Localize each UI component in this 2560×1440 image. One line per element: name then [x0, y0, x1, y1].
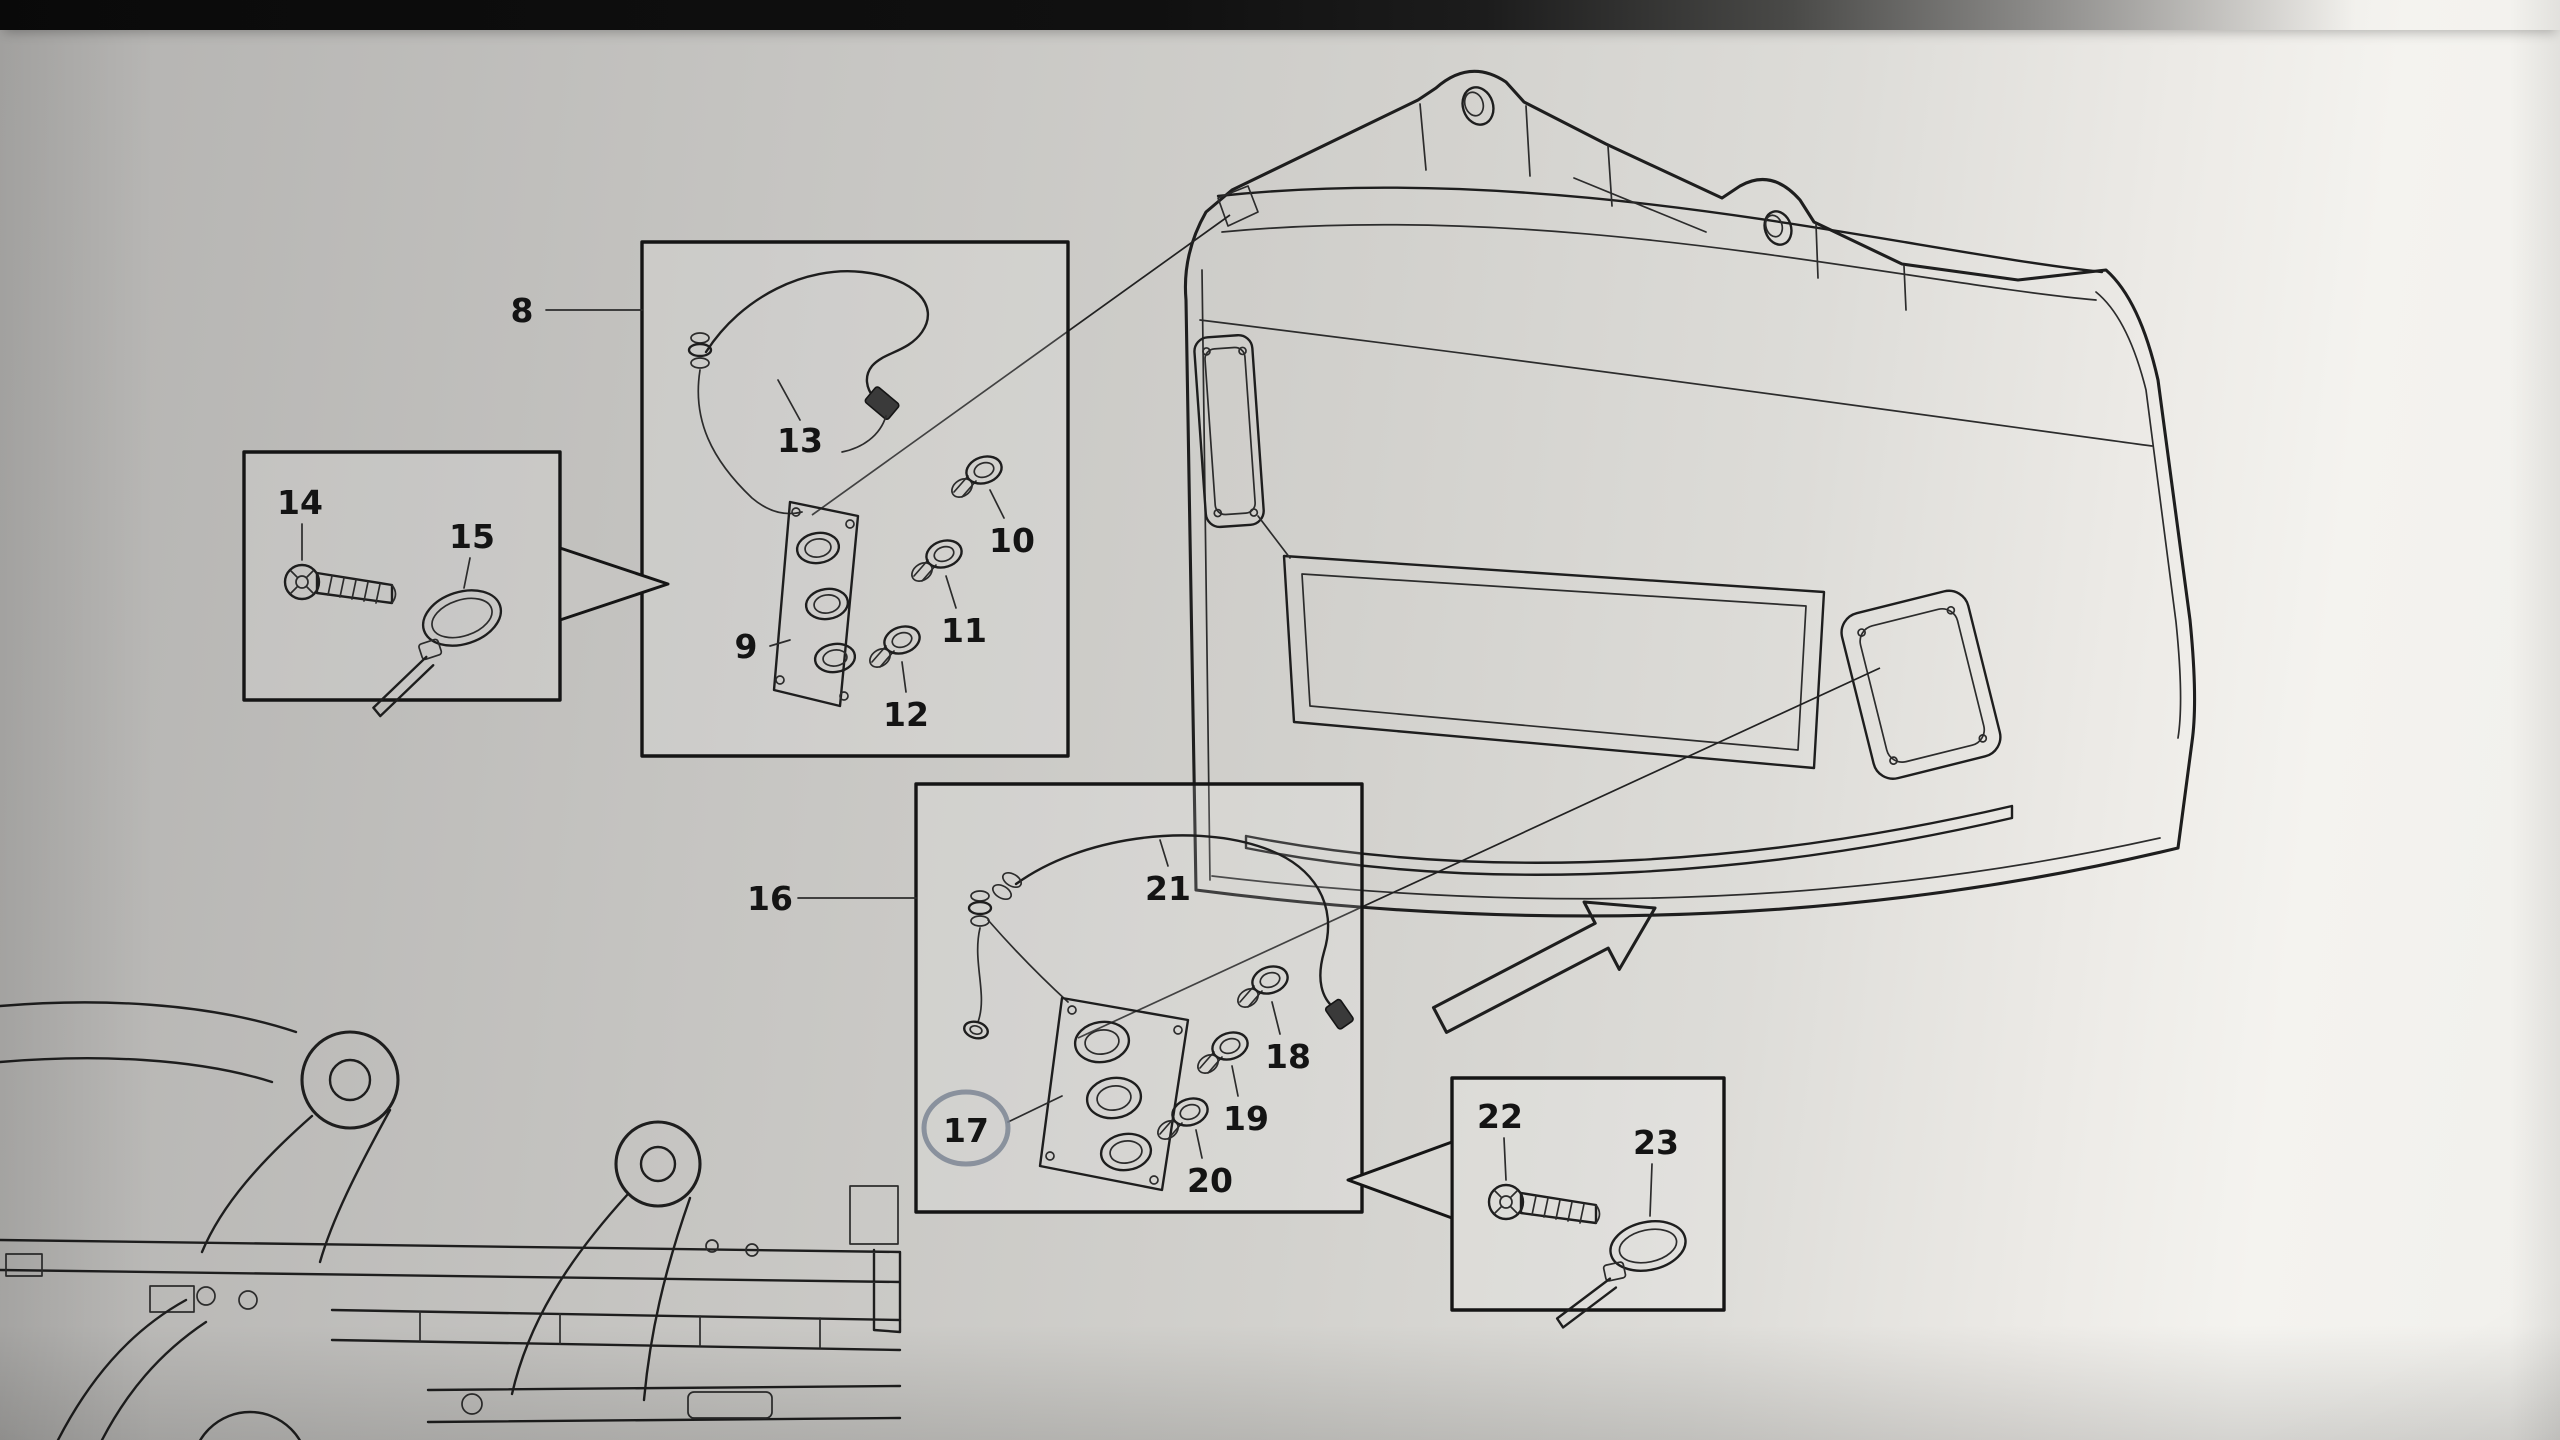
leader-22: [1503, 1137, 1507, 1181]
detail-box-22-23: 22 23: [1346, 1076, 1726, 1329]
callout-23: 23: [1633, 1123, 1679, 1162]
detail-box-16-frame: [914, 782, 1364, 1214]
screw-22: [1487, 1183, 1601, 1225]
callout-17: 17: [943, 1111, 989, 1150]
leader-11: [945, 575, 957, 609]
detail-box-22-23-pointer: [1346, 1140, 1454, 1220]
callout-10: 10: [989, 521, 1035, 560]
detail-box-14-15: 14 15: [242, 450, 670, 718]
leader-20: [1195, 1129, 1203, 1159]
top-left-bracket: [1217, 185, 1259, 227]
lamp-plate-17: [1038, 996, 1190, 1192]
bulb-socket-19: [1197, 1031, 1249, 1074]
wiring-harness-13: [687, 270, 930, 515]
lamp-plate-9: [772, 500, 860, 708]
leader-21: [1159, 839, 1169, 867]
leader-17: [1007, 1095, 1063, 1123]
callout-19: 19: [1223, 1099, 1269, 1138]
bulb-socket-12: [869, 625, 921, 668]
leader-13: [777, 379, 801, 421]
bulb-socket-18: [1237, 965, 1289, 1008]
machine-frame: [0, 1001, 902, 1440]
right-lamp-recess: [1840, 589, 2002, 780]
leader-line-left-lamp: [811, 214, 1231, 516]
callout-13: 13: [777, 421, 823, 460]
bottom-edge-inner: [1211, 837, 2161, 900]
callout-14: 14: [277, 483, 323, 522]
leader-9: [769, 639, 791, 647]
pivot-ring: [614, 1120, 702, 1208]
detail-box-8-frame: [640, 240, 1070, 758]
bulb-socket-20: [1157, 1097, 1209, 1140]
screw-14: [283, 563, 397, 605]
leader-18: [1271, 1001, 1281, 1035]
bottom-lip: [1244, 804, 2014, 876]
leader-23: [1649, 1163, 1653, 1217]
leader-19: [1231, 1065, 1239, 1097]
cutout-to-recess-line: [1257, 515, 1291, 559]
top-step-marks: [1419, 103, 1907, 311]
detail-box-8: 8 13 9 10 11 12: [511, 240, 1070, 758]
cable-tie-15: [372, 589, 503, 718]
leader-10: [989, 489, 1005, 519]
top-crease-2: [1221, 223, 2097, 301]
leader-line-right-lamp: [1077, 667, 1881, 1039]
harness-21-connector: [1324, 998, 1354, 1030]
counterweight-body: [1183, 69, 2197, 918]
frame-rail-upper: [0, 1238, 902, 1334]
leader-12: [901, 661, 907, 693]
center-recess: [1282, 554, 1826, 770]
leader-15: [463, 557, 471, 589]
lifting-lug-right: [1763, 210, 1793, 246]
top-crease-1: [1216, 186, 2104, 274]
lifting-lug-left: [1461, 86, 1495, 126]
callout-9: 9: [735, 627, 758, 666]
detail-box-16: 16 21 17 18 19 20: [747, 782, 1364, 1214]
callout-21: 21: [1145, 869, 1191, 908]
bulb-socket-11: [911, 539, 963, 582]
screen-top-dark-strip: [0, 0, 2560, 30]
pivot-boss: [300, 1030, 400, 1130]
frame-rail-lower: [330, 1308, 902, 1352]
detail-box-14-15-pointer: [558, 546, 670, 622]
callout-12: 12: [883, 695, 929, 734]
harness-connector: [864, 386, 900, 420]
left-lamp-cutout: [1193, 334, 1265, 529]
front-crease: [1199, 319, 2153, 447]
direction-arrow: [1431, 900, 1657, 1034]
callout-20: 20: [1187, 1161, 1233, 1200]
bulb-socket-10: [951, 455, 1003, 498]
frame-plate: [426, 1384, 902, 1424]
harness-connectors-16: [963, 890, 1069, 1040]
top-panel-line: [1573, 177, 1707, 233]
callout-11: 11: [941, 611, 987, 650]
callout-15: 15: [449, 517, 495, 556]
callout-22: 22: [1477, 1097, 1523, 1136]
right-edge-inner: [2095, 291, 2182, 739]
callout-8: 8: [511, 291, 534, 330]
wiring-harness-21: [991, 834, 1354, 1030]
callout-16: 16: [747, 879, 793, 918]
left-edge-inner: [1201, 269, 1211, 881]
highlight-circle-17: [921, 1089, 1011, 1167]
callout-18: 18: [1265, 1037, 1311, 1076]
cable-tie-23: [1555, 1220, 1687, 1329]
counterweight-outline: [1183, 69, 2197, 918]
